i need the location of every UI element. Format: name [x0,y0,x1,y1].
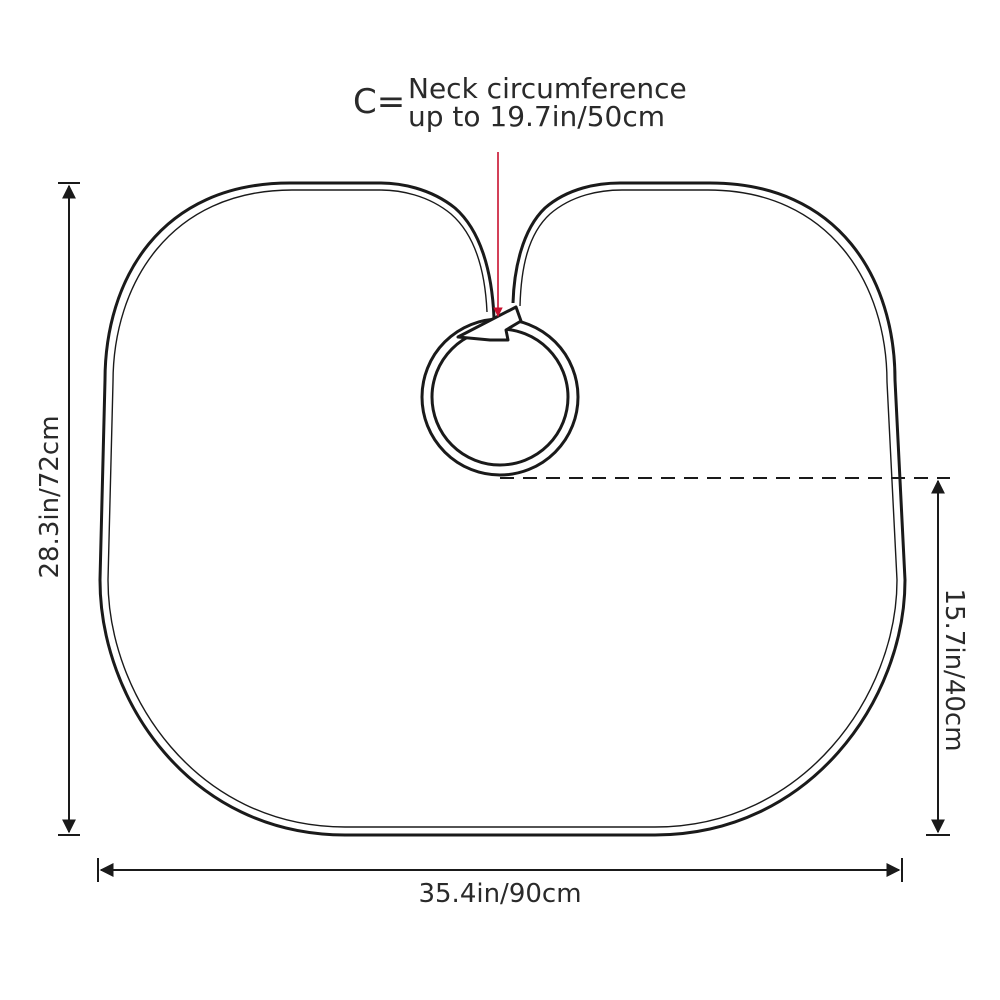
neck-closure-tab [456,305,523,342]
cape-inner-outline [107,189,898,828]
neck-circumference-line2: up to 19.7in/50cm [408,100,665,133]
cape-outer-outline [98,181,907,837]
neck-to-bottom-label: 15.7in/40cm [939,588,969,751]
c-equals-label: C= [353,82,405,122]
width-label: 35.4in/90cm [418,879,581,909]
neck-opening-inner [430,327,570,467]
neck-circumference-line1: Neck circumference [408,72,687,105]
height-label: 28.3in/72cm [35,415,65,578]
